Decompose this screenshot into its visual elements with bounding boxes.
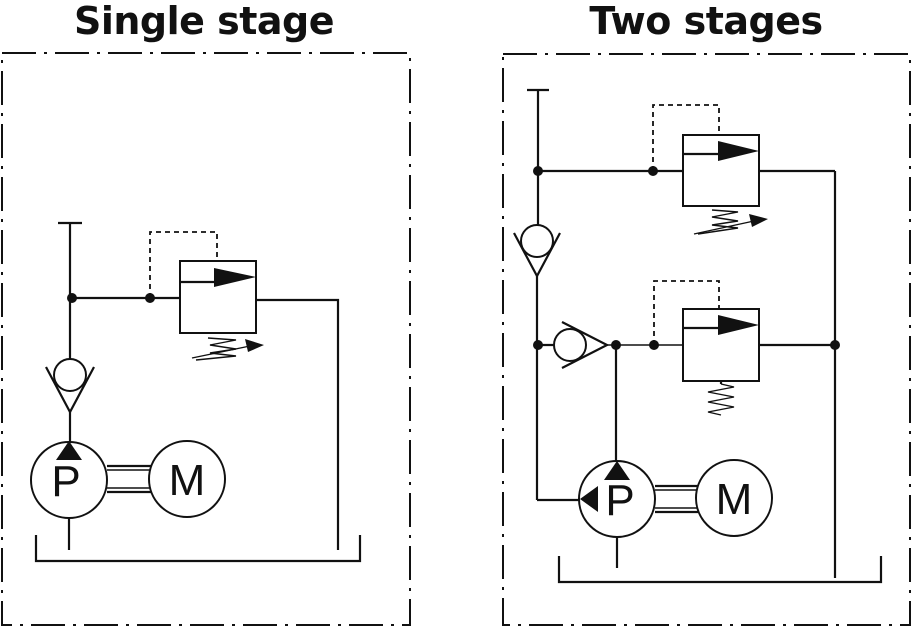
pilot-line <box>149 231 218 298</box>
check-valve <box>53 358 87 392</box>
spring-icon <box>707 383 735 416</box>
check-valve-horizontal <box>553 328 587 362</box>
single-stage-title: Single stage <box>74 0 334 43</box>
motor-label: M <box>716 475 753 524</box>
tank <box>557 556 883 584</box>
pump-direction-arrow <box>56 441 82 460</box>
check-valve-vertical <box>520 224 554 258</box>
single-stage-panel: P M <box>1 52 411 626</box>
spring-icon <box>697 209 739 235</box>
pilot-line <box>652 104 720 171</box>
flow-arrow <box>718 315 759 335</box>
motor-label: M <box>169 456 206 505</box>
two-stages-title: Two stages <box>589 0 822 43</box>
two-stages-frame <box>502 53 911 626</box>
junction-dot <box>67 293 77 303</box>
junction-dot <box>830 340 840 350</box>
pump-direction-arrow <box>604 461 630 480</box>
adjust-arrow-icon <box>245 339 264 352</box>
motor <box>148 440 226 518</box>
flow-arrow <box>214 268 256 287</box>
junction-dot <box>533 340 543 350</box>
pump-label: P <box>51 457 80 506</box>
pump-label: P <box>605 476 634 525</box>
junction-dot <box>533 166 543 176</box>
pump-direction-arrow <box>580 486 598 512</box>
pilot-line <box>653 280 720 345</box>
return-line <box>256 298 340 550</box>
spring-icon <box>195 337 237 361</box>
tank <box>34 535 362 563</box>
motor <box>695 459 773 537</box>
flow-arrow <box>718 141 759 161</box>
single-stage-frame <box>1 52 411 626</box>
adjust-arrow-icon <box>749 214 768 227</box>
two-stages-panel: P M <box>502 53 911 626</box>
